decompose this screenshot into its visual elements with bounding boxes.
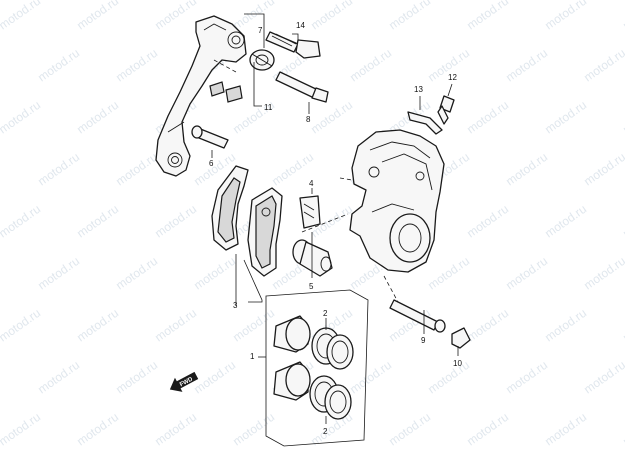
watermark-text: motod.ru [152, 202, 199, 241]
watermark-text: motod.ru [152, 306, 199, 345]
watermark-text: motod.ru [74, 410, 121, 449]
watermark-text: motod.ru [620, 306, 625, 345]
watermark-text: motod.ru [425, 358, 472, 397]
watermark-text: motod.ru [503, 254, 550, 293]
watermark-text: motod.ru [347, 46, 394, 85]
watermark-text: motod.ru [581, 150, 625, 189]
watermark-text: motod.ru [74, 98, 121, 137]
cap-part-10 [451, 327, 471, 349]
watermark-text: motod.ru [35, 46, 82, 85]
spring-part-13 [407, 111, 443, 135]
callout-14: 14 [296, 21, 305, 30]
watermark-text: motod.ru [425, 254, 472, 293]
watermark-text: motod.ru [464, 202, 511, 241]
caliper-body [349, 129, 445, 273]
watermark-text: motod.ru [0, 202, 43, 241]
watermark-text: motod.ru [0, 410, 43, 449]
watermark-text: motod.ru [230, 0, 277, 32]
callout-10: 10 [453, 359, 462, 368]
watermark-text: motod.ru [542, 0, 589, 32]
pin-part-5 [292, 239, 333, 277]
watermark-text: motod.ru [230, 306, 277, 345]
callout-4: 4 [309, 179, 314, 188]
callout-9: 9 [421, 336, 426, 345]
watermark-text: motod.ru [503, 46, 550, 85]
callout-labels: 1 2 2 3 4 5 6 7 8 9 10 11 12 13 14 [209, 21, 462, 436]
callout-5: 5 [309, 282, 314, 291]
watermark-text: motod.ru [74, 202, 121, 241]
callout-3: 3 [233, 301, 238, 310]
callout-2-bottom: 2 [323, 427, 328, 436]
spring-part-4 [299, 195, 321, 229]
leader-lines [211, 13, 459, 424]
watermark-text: motod.ru [503, 358, 550, 397]
pin-part-8 [275, 71, 329, 103]
brake-pads-part-3 [211, 165, 283, 277]
watermark-text: motod.ru [347, 358, 394, 397]
watermark-text: motod.ru [191, 358, 238, 397]
caliper-bracket [155, 15, 247, 177]
watermark-text: motod.ru [464, 306, 511, 345]
callout-13: 13 [414, 85, 423, 94]
watermark-text: motod.ru [74, 306, 121, 345]
watermark-text: motod.ru [620, 0, 625, 32]
watermark-text: motod.ru [581, 358, 625, 397]
watermark-text: motod.ru [542, 98, 589, 137]
watermark-text: motod.ru [35, 358, 82, 397]
watermark-text: motod.ru [74, 0, 121, 32]
watermark-text: motod.ru [542, 306, 589, 345]
watermark-text: motod.ru [386, 0, 433, 32]
watermark-text: motod.ru [113, 254, 160, 293]
watermark-text: motod.ru [542, 202, 589, 241]
watermark-text: motod.ru [464, 98, 511, 137]
watermark-text: motod.ru [152, 0, 199, 32]
watermark-text: motod.ru [35, 254, 82, 293]
watermark-text: motod.ru [503, 150, 550, 189]
bolt-part-14 [265, 31, 321, 59]
callout-7: 7 [258, 26, 263, 35]
callout-11: 11 [264, 103, 273, 112]
boot-part-7 [249, 49, 275, 71]
watermark-text: motod.ru [113, 358, 160, 397]
watermark-text: motod.ru [35, 150, 82, 189]
watermark-text: motod.ru [620, 410, 625, 449]
watermark-text: motod.ru [230, 410, 277, 449]
watermark-text: motod.ru [581, 254, 625, 293]
watermark-text: motod.ru [113, 150, 160, 189]
callout-12: 12 [448, 73, 457, 82]
watermark-text: motod.ru [308, 98, 355, 137]
callout-6: 6 [209, 159, 214, 168]
watermark-text: motod.ru [113, 46, 160, 85]
watermark-text: motod.ru [542, 410, 589, 449]
watermark-text: motod.ru [191, 254, 238, 293]
watermark-text: motod.ru [0, 0, 43, 32]
watermark-text: motod.ru [0, 98, 43, 137]
watermark-text: motod.ru [0, 306, 43, 345]
watermark-text: motod.ru [386, 410, 433, 449]
pin-part-9 [389, 299, 446, 333]
callout-1: 1 [250, 352, 255, 361]
watermark-text: motod.ru [581, 46, 625, 85]
watermark-text: motod.ru [620, 202, 625, 241]
bleeder-part-12 [437, 95, 455, 125]
watermark-text: motod.ru [620, 98, 625, 137]
callout-2-top: 2 [323, 309, 328, 318]
watermark-text: motod.ru [464, 410, 511, 449]
watermark-text: motod.ru [308, 0, 355, 32]
pin-part-6 [191, 125, 229, 149]
retainer-part-11 [209, 81, 243, 103]
watermark-text: motod.ru [152, 410, 199, 449]
callout-8: 8 [306, 115, 311, 124]
watermark-text: motod.ru [464, 0, 511, 32]
